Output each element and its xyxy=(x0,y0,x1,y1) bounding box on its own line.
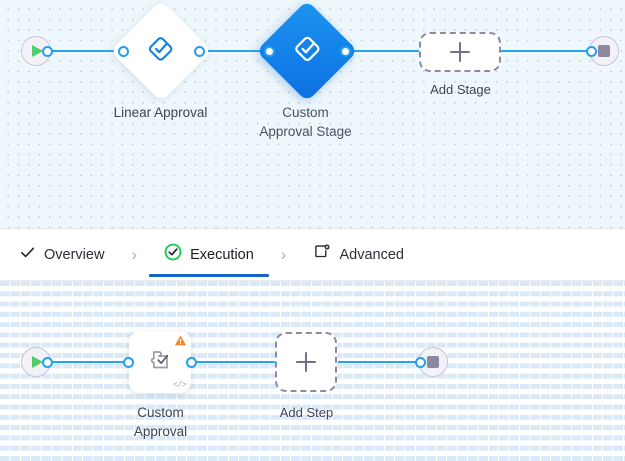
end-node[interactable] xyxy=(589,36,619,66)
stage-node-custom-approval-stage[interactable] xyxy=(256,0,358,102)
workflow-tabs: Overview › Execution › Advanced xyxy=(0,228,625,281)
window-gear-icon xyxy=(313,243,331,266)
stop-icon xyxy=(598,45,610,57)
port-start-out[interactable] xyxy=(42,45,53,57)
step-node-custom-approval[interactable]: </> xyxy=(129,331,191,393)
check-icon xyxy=(19,244,36,266)
tab-separator: › xyxy=(280,244,287,264)
port-linear-approval-in[interactable] xyxy=(118,45,129,57)
edge-custom-approval-to-add-step xyxy=(190,361,305,364)
puzzle-check-icon xyxy=(145,345,175,380)
add-step-label: Add Step xyxy=(279,405,334,420)
add-stage-button[interactable] xyxy=(419,32,501,72)
plus-icon xyxy=(296,352,316,372)
edge-start-to-linear-approval xyxy=(46,50,124,53)
port-custom-approval-stage-out[interactable] xyxy=(340,45,351,57)
port-end-in[interactable] xyxy=(415,356,426,368)
tab-execution[interactable]: Execution xyxy=(149,228,269,281)
warning-icon[interactable] xyxy=(174,334,187,352)
approval-diamond-icon xyxy=(146,34,176,69)
add-stage-label: Add Stage xyxy=(430,82,491,97)
play-icon xyxy=(32,356,43,368)
play-icon xyxy=(32,45,43,57)
add-step-button[interactable] xyxy=(275,332,337,392)
approval-diamond-icon xyxy=(292,33,323,69)
plus-icon xyxy=(450,42,470,62)
tab-advanced[interactable]: Advanced xyxy=(309,228,408,281)
edge-add-step-to-end xyxy=(338,361,428,364)
tab-separator: › xyxy=(131,244,138,264)
check-circle-icon xyxy=(164,243,182,266)
tab-overview-label: Overview xyxy=(44,246,105,263)
stop-icon xyxy=(427,356,439,368)
stage-flow-canvas[interactable]: Linear Approval Custom Approval Stage Ad… xyxy=(0,0,625,228)
port-end-in[interactable] xyxy=(586,45,597,57)
port-linear-approval-out[interactable] xyxy=(194,45,205,57)
step-flow-canvas[interactable]: </> Custom Approval Add Step xyxy=(0,281,625,461)
stage-label-custom-approval-stage: Custom Approval Stage xyxy=(259,105,352,139)
port-start-out[interactable] xyxy=(42,356,53,368)
tab-execution-label: Execution xyxy=(190,246,254,263)
port-custom-approval-in[interactable] xyxy=(123,356,134,368)
edge-add-stage-to-end xyxy=(500,50,595,53)
stage-label-linear-approval: Linear Approval xyxy=(113,105,208,120)
code-icon: </> xyxy=(173,381,186,390)
stage-node-linear-approval[interactable] xyxy=(110,0,212,102)
edge-linear-approval-to-custom-approval-stage xyxy=(198,50,280,53)
port-custom-approval-out[interactable] xyxy=(186,356,197,368)
tab-advanced-label: Advanced xyxy=(339,246,404,263)
port-custom-approval-stage-in[interactable] xyxy=(264,45,275,57)
step-label-custom-approval: Custom Approval xyxy=(133,405,188,439)
edge-start-to-custom-approval xyxy=(46,361,136,364)
tab-overview[interactable]: Overview xyxy=(15,228,108,281)
